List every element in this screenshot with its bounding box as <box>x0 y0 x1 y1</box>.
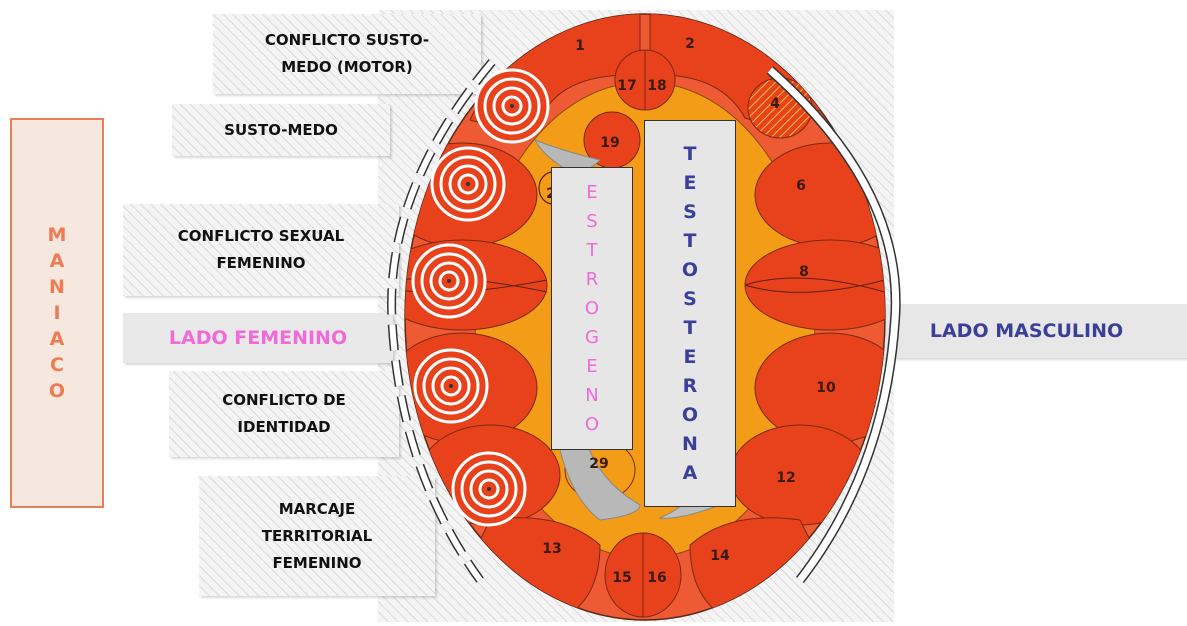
focus-target-3 <box>411 243 487 319</box>
lado-masculino-box: LADO MASCULINO <box>866 304 1187 358</box>
region-label-18: 18 <box>647 78 666 94</box>
conflict-marcaje-label: MARCAJE TERRITORIAL FEMENINO <box>261 499 373 572</box>
maniaco-label: M A N I A C O <box>47 224 67 402</box>
testosterona-box: T E S T O S T E R O N A <box>644 120 736 507</box>
testosterona-label: T E S T O S T E R O N A <box>681 142 699 484</box>
region-label-15: 15 <box>612 570 631 586</box>
region-label-16: 16 <box>647 570 666 586</box>
lado-femenino-label: LADO FEMENINO <box>168 327 348 349</box>
conflict-susto-medo-label: SUSTO-MEDO <box>224 120 338 139</box>
region-label-19: 19 <box>600 135 619 151</box>
region-label-12: 12 <box>776 470 795 486</box>
lado-masculino-label: LADO MASCULINO <box>929 320 1124 342</box>
region-13 <box>469 517 601 620</box>
region-label-10: 10 <box>816 380 836 396</box>
conflict-susto-medo-motor-label: CONFLICTO SUSTO- MEDO (MOTOR) <box>264 31 430 76</box>
region-label-1: 1 <box>575 38 585 54</box>
focus-target-5 <box>451 451 527 527</box>
conflict-susto-medo-motor-box: CONFLICTO SUSTO- MEDO (MOTOR) <box>213 14 481 94</box>
region-label-14: 14 <box>710 548 730 564</box>
focus-target-1 <box>474 68 550 144</box>
conflict-susto-medo-box: SUSTO-MEDO <box>172 104 390 156</box>
region-label-8: 8 <box>799 264 809 280</box>
region-label-17: 17 <box>617 78 636 94</box>
focus-target-2 <box>430 146 506 222</box>
conflict-identidad-label: CONFLICTO DE IDENTIDAD <box>222 391 346 436</box>
lado-femenino-box: LADO FEMENINO <box>123 313 393 363</box>
conflict-identidad-box: CONFLICTO DE IDENTIDAD <box>169 371 399 457</box>
conflict-marcaje-box: MARCAJE TERRITORIAL FEMENINO <box>199 476 435 596</box>
region-label-4: 4 <box>770 96 780 112</box>
region-label-29: 29 <box>589 456 608 472</box>
conflict-sexual-femenino-box: CONFLICTO SEXUAL FEMENINO <box>123 204 399 296</box>
estrogeno-box: E S T R O G E N O <box>551 167 633 450</box>
conflict-sexual-femenino-label: CONFLICTO SEXUAL FEMENINO <box>177 227 345 272</box>
focus-target-4 <box>413 348 489 424</box>
estrogeno-label: E S T R O G E N O <box>584 182 600 435</box>
region-label-2: 2 <box>685 36 695 52</box>
maniaco-box: M A N I A C O <box>10 118 104 508</box>
region-14 <box>689 517 821 620</box>
region-label-13: 13 <box>542 541 561 557</box>
region-label-6: 6 <box>796 178 806 194</box>
